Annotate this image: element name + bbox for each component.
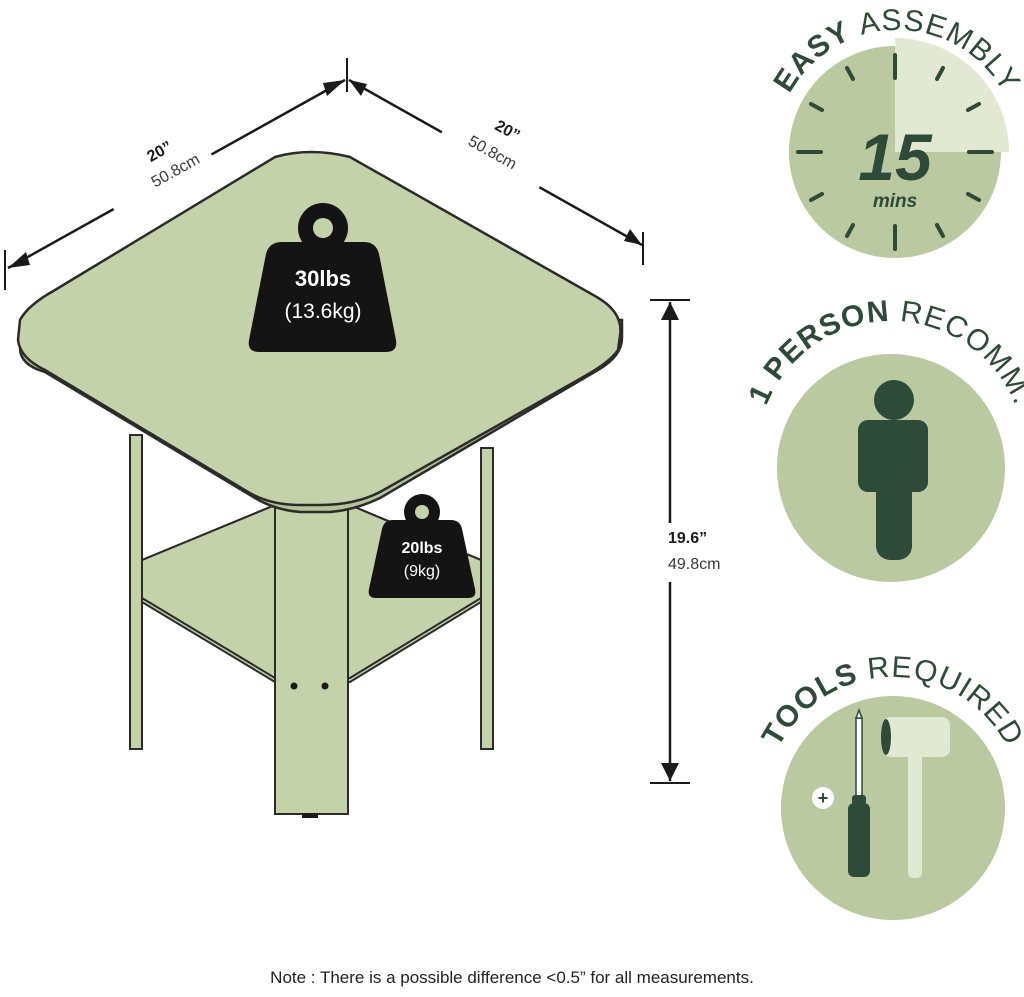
- weight-shelf-metric: (9kg): [404, 563, 440, 580]
- assembly-time-value: 15: [858, 120, 933, 194]
- plus-symbol: +: [818, 788, 829, 808]
- dimension-height-cm: 49.8cm: [668, 556, 720, 573]
- table-peg-hole: [290, 682, 298, 690]
- badge-one-person: 1 PERSON RECOMM.: [742, 295, 1024, 582]
- table-leg-back-left: [129, 434, 143, 750]
- screwdriver-icon: [848, 707, 870, 877]
- dimension-left: 20” 50.8cm: [4, 78, 346, 290]
- weight-icon-shelf: 20lbs (9kg): [368, 494, 476, 598]
- mallet-icon: [881, 717, 950, 878]
- weight-shelf-value: 20lbs: [402, 540, 443, 557]
- badge-tools-required: + TOOLS REQUIRED: [756, 651, 1024, 920]
- plus-badge: +: [812, 787, 834, 809]
- assembly-time-unit: mins: [873, 191, 917, 212]
- weight-icon-top: 30lbs (13.6kg): [248, 203, 397, 352]
- dimension-height-inches: 19.6”: [668, 530, 707, 547]
- table-peg-hole: [321, 682, 329, 690]
- table-leg-front: [274, 504, 349, 815]
- measurement-note: Note : There is a possible difference <0…: [270, 968, 754, 987]
- weight-top-metric: (13.6kg): [284, 300, 361, 323]
- badge-easy-assembly: 15 mins EASY ASSEMBLY: [767, 4, 1024, 258]
- weight-top-value: 30lbs: [295, 266, 351, 291]
- dimension-height: 19.6” 49.8cm: [650, 299, 720, 784]
- table-leg-back-right: [480, 447, 494, 750]
- person-icon: [858, 380, 928, 560]
- clock-ticks: [796, 53, 994, 251]
- timer-elapsed-wedge: [895, 38, 1009, 152]
